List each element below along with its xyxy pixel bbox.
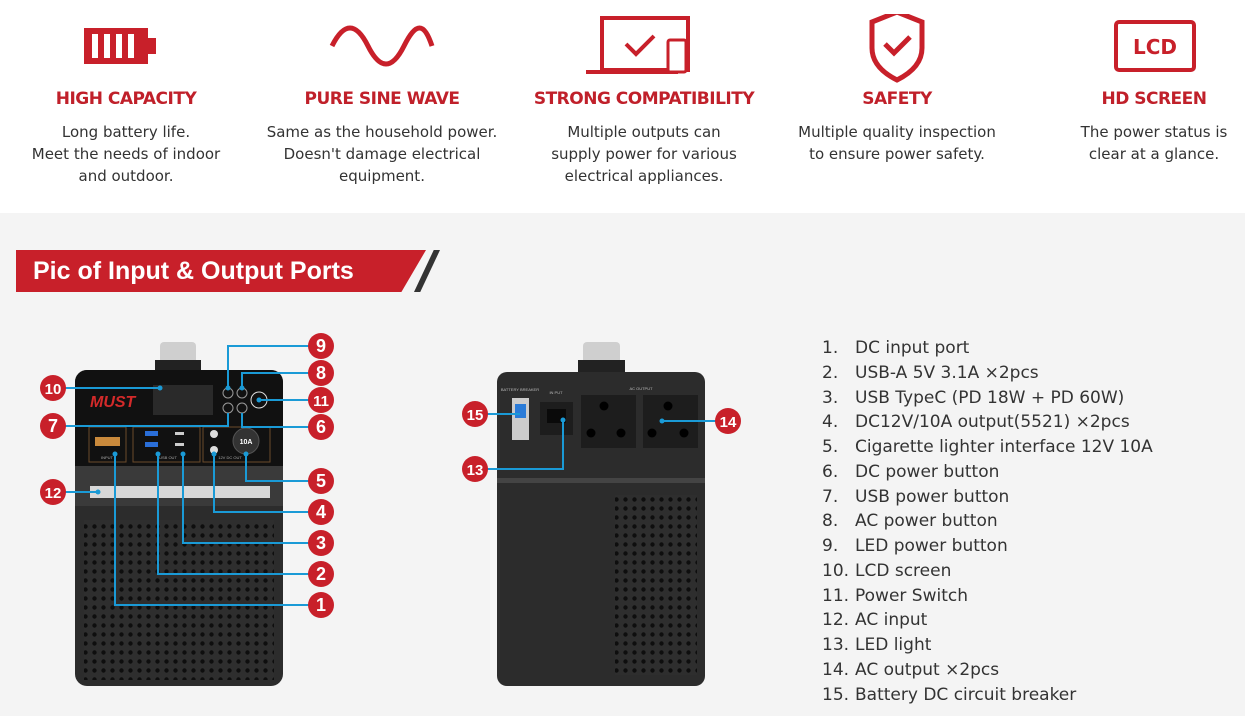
svg-text:6: 6 — [316, 417, 326, 437]
callout-3: 3 — [308, 530, 334, 556]
vent-grille — [615, 495, 697, 675]
callout-12: 12 — [40, 479, 66, 505]
svg-text:13: 13 — [467, 462, 484, 479]
svg-text:5: 5 — [316, 471, 326, 491]
usb-c-port — [175, 443, 184, 446]
svg-text:3: 3 — [316, 533, 326, 553]
list-item: 3.USB TypeC (PD 18W + PD 60W) — [822, 387, 1125, 408]
svg-text:IN PUT: IN PUT — [549, 390, 563, 395]
list-item: 13.LED light — [822, 635, 932, 655]
lcd-icon: LCD — [1114, 20, 1196, 72]
callout-14: 14 — [715, 408, 741, 434]
list-item: 15.Battery DC circuit breaker — [822, 684, 1077, 705]
list-item: 6.DC power button — [822, 461, 1000, 482]
callout-6: 6 — [308, 414, 334, 440]
callout-1: 1 — [308, 592, 334, 618]
usb-a-port — [145, 431, 158, 436]
led-light-strip — [90, 486, 270, 498]
list-item: 9.LED power button — [822, 536, 1008, 556]
dc-5521-port — [210, 446, 218, 454]
svg-text:LCD: LCD — [1133, 35, 1177, 59]
feature-title: STRONG COMPATIBILITY — [533, 89, 755, 109]
list-item: 2.USB-A 5V 3.1A ×2pcs — [822, 362, 1039, 383]
svg-text:INPUT: INPUT — [101, 455, 114, 460]
feature-title: HIGH CAPACITY — [55, 89, 197, 109]
callout-2: 2 — [308, 561, 334, 587]
list-item: 14.AC output ×2pcs — [822, 659, 1000, 680]
list-item: 12.AC input — [822, 610, 928, 631]
svg-text:4: 4 — [316, 502, 326, 522]
list-item: 4.DC12V/10A output(5521) ×2pcs — [822, 412, 1130, 433]
callout-7: 7 — [40, 413, 66, 439]
usb-a-port — [145, 442, 158, 447]
svg-text:12: 12 — [45, 485, 62, 502]
ac-output-socket — [581, 395, 636, 448]
section-title: Pic of Input & Output Ports — [33, 257, 354, 285]
dc-input-port — [95, 437, 120, 446]
svg-text:11: 11 — [313, 393, 329, 410]
callout-4: 4 — [308, 499, 334, 525]
feature-title: PURE SINE WAVE — [304, 89, 460, 109]
svg-text:15: 15 — [467, 407, 484, 424]
callout-5: 5 — [308, 468, 334, 494]
callout-13: 13 — [462, 456, 488, 482]
dc-5521-port — [210, 430, 218, 438]
list-item: 1.DC input port — [822, 338, 970, 358]
svg-text:9: 9 — [316, 336, 326, 356]
callout-9: 9 — [308, 333, 334, 359]
features-section: HIGH CAPACITY Long battery life.Meet the… — [0, 0, 1245, 213]
list-item: 5.Cigarette lighter interface 12V 10A — [822, 437, 1153, 457]
list-item: 10.LCD screen — [822, 560, 952, 581]
svg-text:12V DC OUT: 12V DC OUT — [218, 455, 242, 460]
ports-list: 1.DC input port 2.USB-A 5V 3.1A ×2pcs 3.… — [822, 336, 1153, 707]
shield-check-icon — [869, 14, 925, 83]
callout-10: 10 — [40, 375, 66, 401]
sine-wave-icon — [329, 25, 435, 67]
svg-text:2: 2 — [316, 564, 326, 584]
usb-c-port — [175, 432, 184, 435]
svg-text:AC OUTPUT: AC OUTPUT — [629, 386, 653, 391]
back-device: BATTERY BREAKER IN PUT AC OUTPUT — [497, 342, 705, 686]
list-item: 7.USB power button — [822, 486, 1010, 507]
callout-15: 15 — [462, 401, 488, 427]
svg-text:7: 7 — [48, 416, 58, 436]
svg-text:8: 8 — [316, 363, 326, 383]
svg-text:USB OUT: USB OUT — [159, 455, 177, 460]
svg-text:14: 14 — [720, 414, 737, 431]
lcd-screen — [153, 385, 213, 415]
svg-text:10: 10 — [45, 381, 62, 398]
feature-title: SAFETY — [862, 89, 932, 109]
feature-description: Same as the household power.Doesn't dama… — [266, 123, 498, 185]
list-item: 11.Power Switch — [822, 585, 969, 606]
battery-icon — [84, 28, 156, 64]
list-item: 8.AC power button — [822, 511, 998, 532]
callout-11: 11 — [308, 387, 334, 413]
laptop-phone-icon — [586, 16, 690, 74]
section-banner: Pic of Input & Output Ports — [16, 250, 426, 292]
svg-text:1: 1 — [316, 595, 326, 615]
svg-text:BATTERY BREAKER: BATTERY BREAKER — [501, 387, 539, 392]
callout-8: 8 — [308, 360, 334, 386]
feature-title: HD SCREEN — [1101, 89, 1207, 109]
feature-description: Long battery life.Meet the needs of indo… — [31, 123, 221, 185]
brand-logo: MUST — [90, 394, 137, 411]
svg-text:10A: 10A — [240, 439, 253, 446]
front-device: MUST INPUT USB OUT 10A 12V DC OUT — [75, 342, 283, 686]
